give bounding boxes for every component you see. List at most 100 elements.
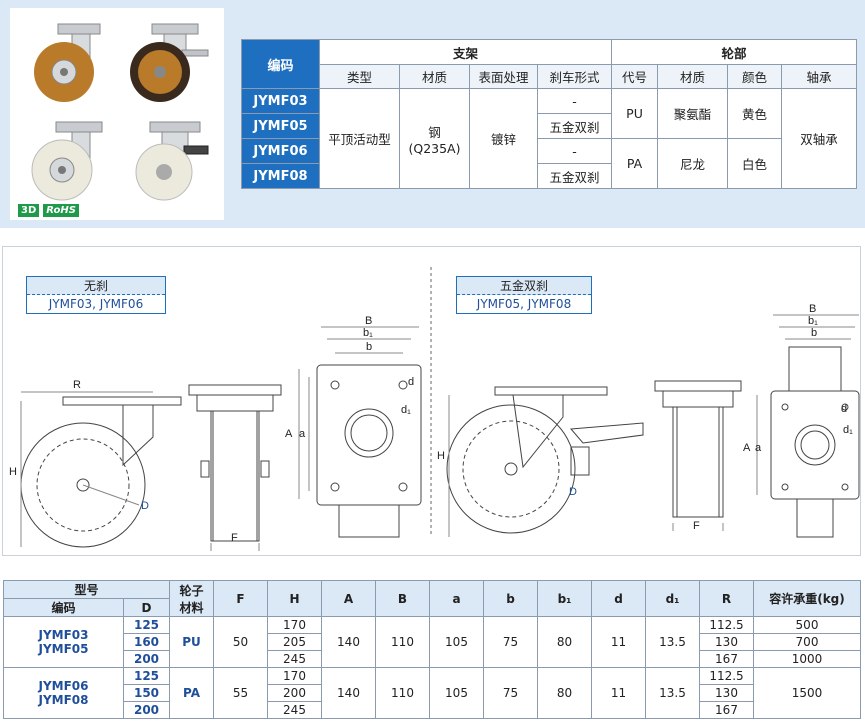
wheel-color: 白色 xyxy=(727,138,782,189)
h-cell: 170 xyxy=(267,616,322,634)
r-cell: 167 xyxy=(699,650,754,668)
label-f-right: F xyxy=(693,520,700,532)
legend-no-brake: 无刹 JYMF03, JYMF06 xyxy=(26,276,166,314)
diameter-cell: 160 xyxy=(123,633,170,651)
yellow-brake-caster-photo xyxy=(130,23,209,102)
spec-code-jymf03: JYMF03 xyxy=(241,88,320,114)
r-cell: 112.5 xyxy=(699,667,754,685)
a-upper-cell: 140 xyxy=(321,616,376,668)
diameter-cell: 125 xyxy=(123,667,170,685)
drawing-canvas: R H D F A a B b₁ b d d₁ H D F A a B b₁ b… xyxy=(9,267,860,551)
header-b1: b₁ xyxy=(537,580,592,617)
diameter-cell: 150 xyxy=(123,684,170,702)
brake-type: 五金双刹 xyxy=(537,163,612,189)
label-a-lower: a xyxy=(299,428,306,440)
label-b1: b₁ xyxy=(363,327,373,339)
brake-type: 五金双刹 xyxy=(537,113,612,139)
label-d-small: d xyxy=(408,376,414,388)
header-h: H xyxy=(267,580,322,617)
table-row: JYMF03 JYMF05 125 PU 50 170 140 110 105 … xyxy=(3,616,861,668)
header-a-lower: a xyxy=(429,580,484,617)
group-codes: JYMF03 JYMF05 xyxy=(3,616,124,668)
h-cell: 170 xyxy=(267,667,322,685)
label-d1-right: d₁ xyxy=(843,424,853,436)
bracket-material: 钢 (Q235A) xyxy=(399,88,470,189)
b-upper-cell: 110 xyxy=(375,616,430,668)
f-cell: 50 xyxy=(213,616,268,668)
label-a-lower-right: a xyxy=(755,442,762,454)
label-h: H xyxy=(9,466,17,478)
b1-cell: 80 xyxy=(537,667,592,719)
technical-drawing: R H D F A a B b₁ b d d₁ H D F A a B b₁ b… xyxy=(2,246,861,556)
sub-header-wheel-material: 材质 xyxy=(657,64,728,89)
brake-type: - xyxy=(537,88,612,114)
spec-code-jymf05: JYMF05 xyxy=(241,113,320,139)
header-load: 容许承重(kg) xyxy=(753,580,861,617)
diameter-cell: 200 xyxy=(123,650,170,668)
product-header-band: 3D RoHS 编码 支架 轮部 类型 材质 表面处理 刹车形式 代号 材质 颜… xyxy=(0,0,865,228)
header-d-small: d xyxy=(591,580,646,617)
product-photos: 3D RoHS xyxy=(10,8,224,220)
sub-header-material: 材质 xyxy=(399,64,470,89)
label-b-lower: b xyxy=(366,341,372,353)
wheel-group-header: 轮部 xyxy=(611,39,857,65)
sub-header-brake: 刹车形式 xyxy=(537,64,612,89)
sub-header-surface: 表面处理 xyxy=(469,64,538,89)
f-cell: 55 xyxy=(213,667,268,719)
sub-header-color: 颜色 xyxy=(727,64,782,89)
bracket-type: 平顶活动型 xyxy=(319,88,400,189)
d-small-cell: 11 xyxy=(591,667,646,719)
code-jymf05: JYMF05 xyxy=(38,642,89,656)
legend-no-brake-title: 无刹 xyxy=(27,277,165,295)
load-cell: 700 xyxy=(753,633,861,651)
wheel-color: 黄色 xyxy=(727,88,782,139)
white-caster-photo xyxy=(31,121,103,201)
label-b-upper: B xyxy=(365,315,372,327)
yellow-caster-photo xyxy=(34,23,101,102)
brake-type: - xyxy=(537,138,612,164)
bearing-type: 双轴承 xyxy=(781,88,857,189)
a-lower-cell: 105 xyxy=(429,667,484,719)
b-upper-cell: 110 xyxy=(375,667,430,719)
label-b-lower-right: b xyxy=(811,327,817,339)
label-r: R xyxy=(73,379,81,391)
r-cell: 167 xyxy=(699,701,754,719)
rohs-badge: RoHS xyxy=(43,204,79,217)
label-b1-right: b₁ xyxy=(808,315,818,327)
header-diameter: D xyxy=(123,598,170,617)
wheel-material: 尼龙 xyxy=(657,138,728,189)
header-code: 编码 xyxy=(3,598,124,617)
legend-brake-codes: JYMF05, JYMF08 xyxy=(476,297,572,311)
h-cell: 205 xyxy=(267,633,322,651)
spec-code-jymf08: JYMF08 xyxy=(241,163,320,189)
load-cell: 1500 xyxy=(753,667,861,719)
header-model: 型号 xyxy=(3,580,170,599)
wheel-material: 聚氨酯 xyxy=(657,88,728,139)
r-cell: 130 xyxy=(699,684,754,702)
header-a-upper: A xyxy=(321,580,376,617)
table-row: JYMF06 JYMF08 125 PA 55 170 140 110 105 … xyxy=(3,667,861,719)
h-cell: 245 xyxy=(267,650,322,668)
header-b-lower: b xyxy=(483,580,538,617)
r-cell: 130 xyxy=(699,633,754,651)
sub-header-bearing: 轴承 xyxy=(781,64,857,89)
spec-code-header: 编码 xyxy=(241,39,320,89)
label-a-upper-right: A xyxy=(743,442,751,454)
wheel-code: PA xyxy=(611,138,658,189)
group-codes: JYMF06 JYMF08 xyxy=(3,667,124,719)
legend-brake: 五金双刹 JYMF05, JYMF08 xyxy=(456,276,592,314)
d-small-cell: 11 xyxy=(591,616,646,668)
dimension-table: 型号 轮子 材料 F H A B a b b₁ d d₁ R 容许承重(kg) … xyxy=(3,580,861,719)
diameter-cell: 125 xyxy=(123,616,170,634)
white-brake-caster-photo xyxy=(135,121,209,201)
header-r: R xyxy=(699,580,754,617)
code-jymf08: JYMF08 xyxy=(38,693,89,707)
table-row: 160 205 130 700 xyxy=(4,633,861,651)
code-jymf06: JYMF06 xyxy=(38,679,89,693)
sub-header-type: 类型 xyxy=(319,64,400,89)
label-b-upper-right: B xyxy=(809,303,816,315)
legend-no-brake-codes: JYMF03, JYMF06 xyxy=(48,297,144,311)
label-d1: d₁ xyxy=(401,404,411,416)
b-lower-cell: 75 xyxy=(483,667,538,719)
label-d: D xyxy=(141,500,149,512)
